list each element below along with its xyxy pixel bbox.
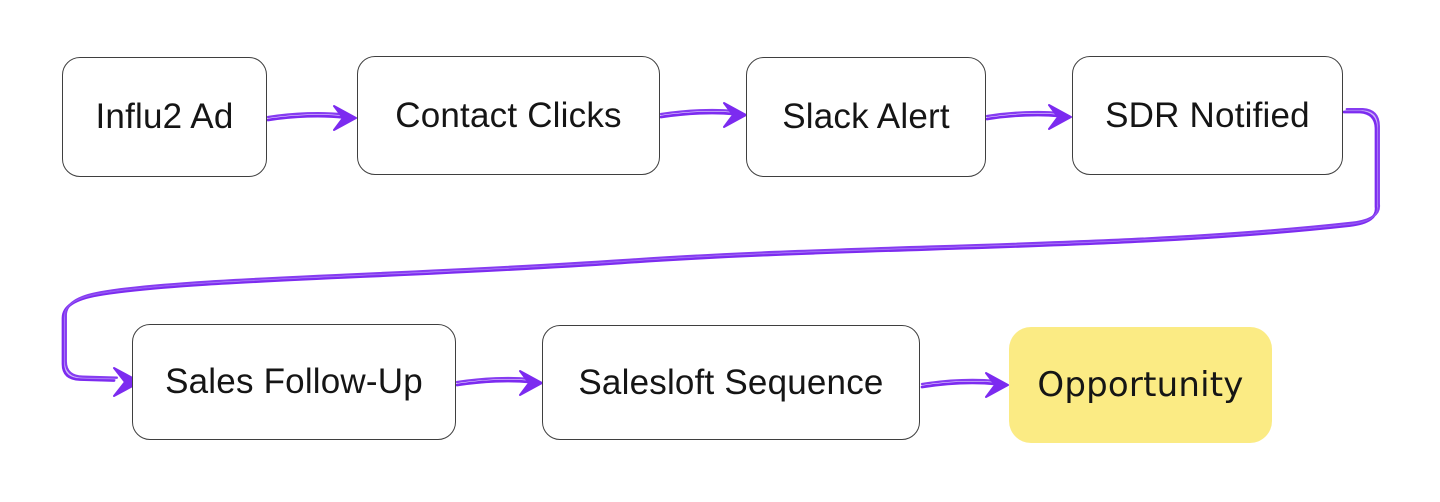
arrow-line [266,114,346,122]
arrow-line-overlay [266,111,346,119]
node-opportunity: Opportunity [1009,327,1272,443]
node-sales-follow-up: Sales Follow-Up [132,324,456,440]
edge-contact-clicks-to-slack-alert [659,102,747,128]
edge-sales-follow-up-to-salesloft-sequence [455,370,543,396]
arrow-head [1048,104,1072,130]
node-label: Influ2 Ad [95,97,234,136]
arrow-line [659,111,736,119]
arrow-line [920,381,998,389]
node-sdr-notified: SDR Notified [1072,56,1343,175]
edge-slack-alert-to-sdr-notified [985,104,1072,130]
node-contact-clicks: Contact Clicks [357,56,660,175]
arrow-line-overlay [985,110,1061,118]
node-label: Contact Clicks [395,95,622,135]
node-label: Sales Follow-Up [165,362,423,401]
edge-salesloft-sequence-to-opportunity [920,372,1009,398]
node-label: Slack Alert [782,97,950,136]
node-salesloft-sequence: Salesloft Sequence [542,325,920,440]
node-label: SDR Notified [1105,95,1310,135]
node-slack-alert: Slack Alert [746,57,986,177]
edge-influ2-ad-to-contact-clicks [266,105,357,131]
arrow-head [333,105,357,131]
arrow-line-overlay [920,378,998,386]
arrow-line [985,113,1061,121]
node-influ2-ad: Influ2 Ad [62,57,267,177]
arrow-line-overlay [455,376,532,384]
node-label: Opportunity [1037,365,1244,405]
arrow-line [455,379,532,387]
arrow-head [723,102,747,128]
arrow-head [985,372,1009,398]
arrow-line-overlay [659,108,736,116]
node-label: Salesloft Sequence [578,362,884,402]
arrow-head [519,370,543,396]
